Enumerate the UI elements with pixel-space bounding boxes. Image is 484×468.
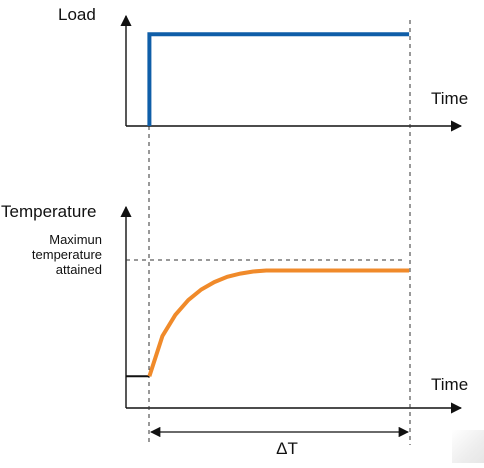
load-axis-label: Load [58,5,96,24]
load-time-axis-label: Time [431,89,469,108]
max-temperature-annotation: Maximun temperature attained [31,232,102,277]
temperature-axis-label: Temperature [1,202,97,221]
delta-t-label: ΔT [276,439,298,458]
load-series-line [147,32,410,126]
temperature-time-axis-label: Time [431,375,469,394]
corner-artifact [452,430,484,463]
temperature-series-line [147,268,410,377]
